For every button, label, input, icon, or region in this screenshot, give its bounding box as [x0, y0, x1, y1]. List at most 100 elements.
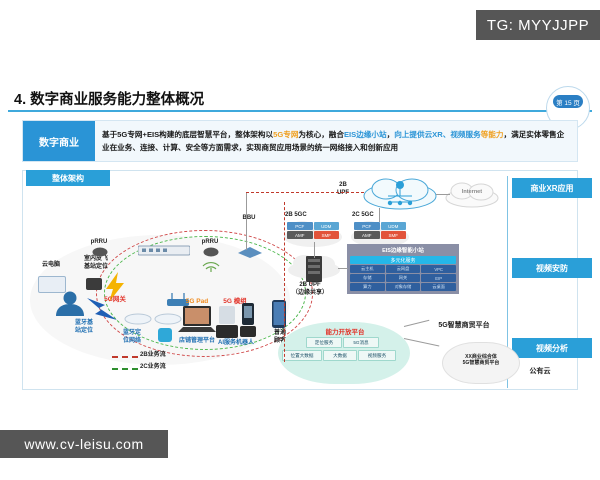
- tablet-icon: [178, 306, 216, 332]
- connector-bbu-vertical: [246, 192, 247, 250]
- upf-2b-top-label: 2B UPF: [337, 182, 349, 196]
- robot-icon: [216, 306, 238, 338]
- description-text: 基于5G专网+EIS构建的底层智慧平台，整体架构以5G专网为核心，融合EIS边缘…: [95, 128, 577, 155]
- flow-2b-vertical-dash: [284, 202, 285, 362]
- connector-upf-internet: [436, 194, 450, 195]
- nf-pcf-2c: PCF: [354, 222, 380, 230]
- server-rack-icon: [306, 256, 322, 282]
- rail-divider: [507, 176, 508, 388]
- switch-icon: [138, 245, 190, 256]
- legend-2b-label: 2B业务流: [140, 352, 166, 358]
- flow-2b-boundary: [96, 230, 313, 357]
- rail-item-xr[interactable]: 商业XR应用: [512, 178, 592, 198]
- gateway-5g-icon: [167, 293, 189, 306]
- cap-pill-bigdata: 大数据: [323, 350, 357, 361]
- eis-cell-3: 存储: [350, 274, 385, 282]
- cap-pill-location: 定位服务: [306, 337, 342, 348]
- lightning-yellow-icon: [106, 272, 124, 302]
- customer-label: 普通 顾客: [273, 330, 286, 344]
- nf-pcf: PCF: [287, 222, 313, 230]
- cap-pill-5g-message: 5G消息: [343, 337, 379, 348]
- nf-amf-2c: AMF: [354, 231, 380, 239]
- gc-2c-functions: PCF UDM AMF SMF: [354, 222, 406, 239]
- page-number-badge: 第 15 页: [546, 86, 590, 130]
- upf-cloud-icon: [363, 178, 437, 210]
- phone-icon: [272, 300, 286, 328]
- desc-line2-b: ，满足实体零售企业在业务、连接、计算、安全等方面需求，实现商贸应用场景的统一网络…: [102, 129, 565, 152]
- internet-label: Internet: [461, 189, 483, 195]
- prru-left-icon: [92, 247, 108, 257]
- eis-cell-0: 云主机: [350, 265, 385, 273]
- bluetooth-mesh-icon: [124, 313, 182, 325]
- rail-item-video-security[interactable]: 视频安防: [512, 258, 592, 278]
- eis-service-bar: 多元化服务: [350, 256, 456, 264]
- flow-2c-boundary: [104, 236, 306, 350]
- smart-screen-icon: [240, 303, 256, 337]
- flow-2b-top-dash: [246, 192, 364, 193]
- indoor-positioning-label: 室内皮飞 基站定位: [83, 256, 108, 270]
- cap-pill-location-bigdata: 位置大数据: [282, 350, 322, 361]
- nf-udm-2c: UDM: [380, 222, 406, 230]
- description-band: 数字商业 基于5G专网+EIS构建的底层智慧平台，整体架构以5G专网为核心，融合…: [22, 120, 578, 162]
- desc-line1-c: ，: [386, 129, 395, 139]
- eis-cell-2: VPC: [421, 265, 456, 273]
- connector-eis-left: [338, 268, 348, 269]
- capability-platform-title: 能力开放平台: [325, 329, 365, 336]
- eis-cell-4: 网关: [385, 274, 421, 282]
- bluetooth-base-label: 蓝牙基 站定位: [74, 320, 93, 334]
- bluetooth-beacon-icon: [158, 328, 172, 342]
- connector-upf-to-2c5gc: [379, 208, 380, 222]
- nf-amf: AMF: [287, 231, 313, 239]
- badge-label: 第 15 页: [553, 95, 583, 108]
- eis-cell-8: 云桌面: [421, 283, 456, 291]
- desc-line1-b: 为核心，融合: [298, 129, 344, 139]
- gateway-5g-label: 5G网关: [104, 296, 126, 303]
- pad-5g-label: 5G Pad: [185, 298, 209, 305]
- eis-cell-7: 对象存储: [385, 283, 421, 291]
- architecture-tab: 整体架构: [26, 170, 110, 186]
- description-tag: 数字商业: [23, 121, 95, 161]
- desc-line2-hl: 等能力: [480, 129, 504, 139]
- edge-upf-label: 2B UPF （边缘共享）: [291, 282, 328, 296]
- gc-2b-label: 2B 5GC: [285, 212, 307, 218]
- prru-signal-icon: [202, 262, 220, 272]
- prru-right-icon: [203, 247, 219, 257]
- public-cloud-shape: [442, 342, 520, 384]
- page-title: 4. 数字商业服务能力整体概况: [14, 92, 205, 108]
- module-5g-label: 5G 模组: [223, 298, 247, 305]
- bluetooth-network-label: 蓝牙定 位网络: [122, 330, 141, 344]
- public-cloud-label: 公有云: [529, 368, 551, 375]
- eis-cell-1: 云网盘: [385, 265, 421, 273]
- cloud-pc-label: 云电脑: [41, 262, 60, 268]
- tenant-platform-label: XX商业综合体 5G智慧商贸平台: [462, 354, 500, 367]
- bbu-icon: [238, 247, 262, 258]
- nf-smf-2c: SMF: [380, 231, 406, 239]
- prru-left-label: pRRU: [90, 239, 108, 245]
- indoor-base-icon: [86, 278, 102, 290]
- eis-title: EIS边缘智能小站: [382, 248, 424, 254]
- eis-cell-6: 算力: [350, 283, 385, 291]
- desc-line1-bl2: 向上提供云XR、视频服务: [394, 129, 481, 139]
- eis-capability-grid: 云主机 云网盘 VPC 存储 网关 EIP 算力 对象存储 云桌面: [350, 265, 456, 291]
- store-platform-label: 店铺管理平台: [178, 338, 215, 344]
- watermark-top: TG: MYYJJPP: [476, 10, 600, 40]
- prru-right-label: pRRU: [201, 239, 219, 245]
- legend-2c-label: 2C业务流: [140, 364, 166, 370]
- eis-cell-5: EIP: [421, 274, 456, 282]
- smart-commerce-platform-label: 5G智慧商贸平台: [438, 322, 490, 329]
- desc-line1-a: 基于5G专网+EIS构建的底层智慧平台，整体架构以: [102, 129, 274, 139]
- lightning-blue-icon: [87, 298, 117, 320]
- legend-2c-line: [112, 368, 138, 370]
- rail-item-video-analysis[interactable]: 视频分析: [512, 338, 592, 358]
- nf-smf: SMF: [313, 231, 339, 239]
- watermark-bottom: www.cv-leisu.com: [0, 430, 168, 458]
- cap-pill-video-service: 视频服务: [358, 350, 396, 361]
- gc-2b-functions: PCF UDM AMF SMF: [287, 222, 339, 239]
- gc-2c-label: 2C 5GC: [352, 212, 374, 218]
- ai-robot-label: AI服务机器人: [217, 340, 254, 346]
- desc-line1-bl1: EIS边缘小站: [343, 129, 387, 139]
- desc-line1-hl1: 5G专网: [273, 129, 299, 139]
- connector-2b5gc-down: [314, 242, 315, 258]
- person-icon: [56, 291, 84, 316]
- title-divider: [8, 110, 592, 112]
